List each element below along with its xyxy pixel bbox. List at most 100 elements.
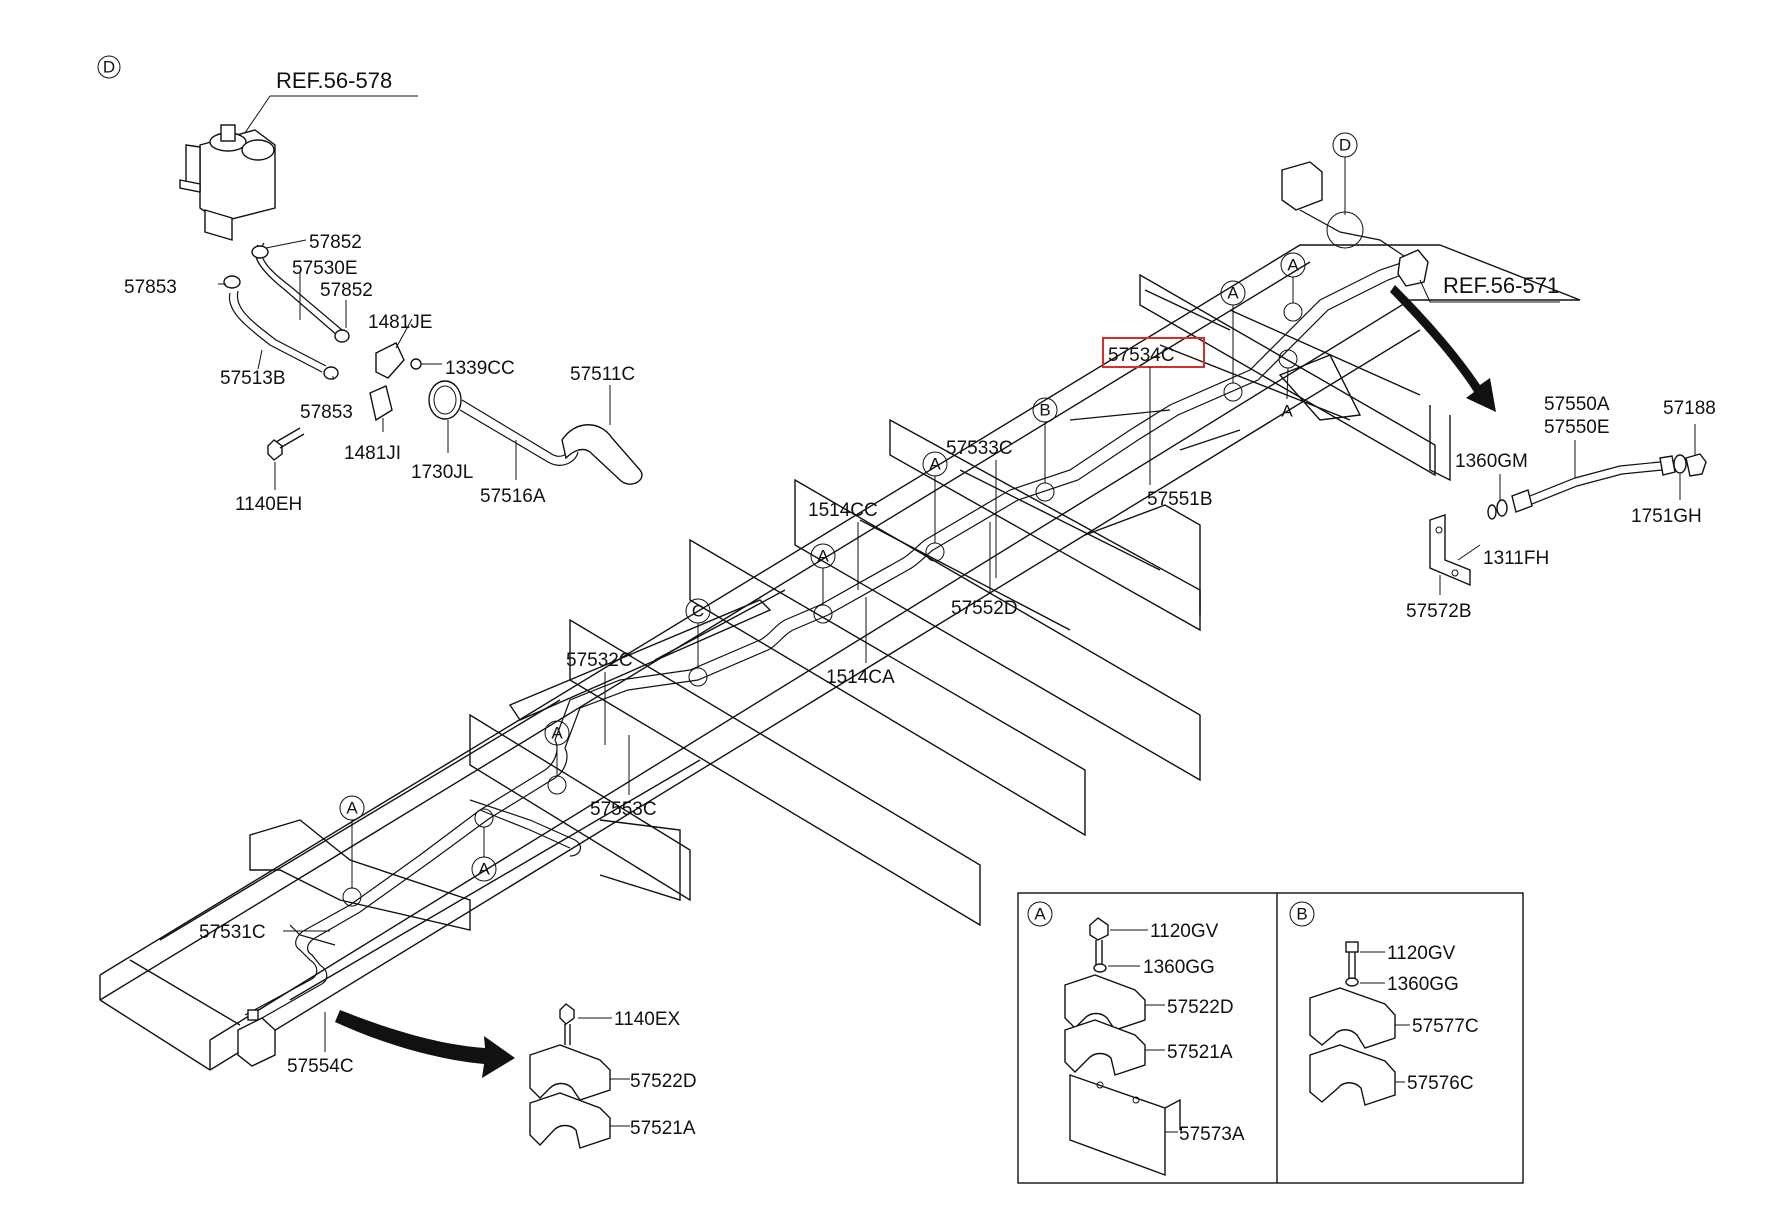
label-57853-a: 57853 [124,277,177,298]
label-57550e: 57550E [1544,417,1610,438]
label-57511c: 57511C [570,364,635,385]
label-57572b: 57572B [1406,601,1472,622]
svg-text:A: A [1227,284,1239,303]
cross-member-2 [689,538,1086,837]
label-1481je: 1481JE [368,312,432,333]
hose-57513b [228,292,323,373]
hose-57511c [561,424,643,485]
clamp-57853-bottom [323,366,339,380]
bracket-1481je [375,342,405,379]
clip-57521a-middle [529,1092,611,1149]
clip-57576c [1309,1044,1396,1106]
hose-end-fitting [1511,489,1533,513]
label-57533c: 57533C [946,438,1013,459]
clamp-57852-top [251,245,269,259]
clamp-point [1278,349,1298,369]
clamp-point [1035,482,1055,502]
label-57188: 57188 [1663,398,1716,419]
detail-a-marker [1027,901,1053,927]
washer-1360gm [1496,499,1508,517]
svg-text:A: A [929,455,941,474]
label-1120gv-a: 1120GV [1150,921,1219,942]
flex-hose-assembly: 57550A 57550E 57188 1360GM 1751GH 1311FH… [1406,394,1716,622]
label-57852-b: 57852 [320,280,373,301]
callout-a-plain: A [1281,402,1293,421]
nut-1339cc [410,358,422,370]
rear-valve-assembly [237,1009,515,1078]
label-57522d-a: 57522D [1167,997,1234,1018]
detail-d-group: D REF.56-578 [97,55,643,515]
clip-57522d-middle [529,1044,611,1101]
bolt-57188 [1685,453,1707,477]
label-1514ca: 1514CA [826,667,895,688]
main-part-labels: 57534C 57533C 57551B 1514CC 57552D 57532… [199,337,1213,1077]
label-57552d: 57552D [951,598,1018,619]
label-57573a: 57573A [1179,1124,1245,1145]
detail-box-frame [1017,892,1524,1184]
clip-57522d-a [1064,974,1146,1031]
label-1120gv-b: 1120GV [1387,943,1456,964]
bracket-57573a [1069,1074,1166,1177]
svg-text:C: C [692,602,704,621]
clamp-57853-top [223,275,241,289]
svg-text:A: A [551,724,563,743]
highlight-57534c [1102,337,1205,368]
clamp-point [1223,382,1243,402]
svg-text:A: A [346,799,358,818]
label-57551b: 57551B [1147,489,1213,510]
clip-57521a-a [1064,1019,1146,1076]
reservoir-small [1281,161,1323,211]
bracket-1481ji [369,385,393,422]
label-57534c: 57534C [1108,345,1175,366]
chassis-frame [99,244,1581,1071]
clamp-point [925,542,945,562]
detail-a-marker-letter: A [1034,905,1046,924]
brake-lines [244,259,1416,1023]
bolt-1120gv-b [1345,941,1359,978]
clamp-57852-bottom [334,329,350,343]
label-57521a-middle: 57521A [630,1118,696,1139]
label-1339cc: 1339CC [445,358,515,379]
master-cylinder [1397,249,1429,287]
label-57522d-middle: 57522D [630,1071,697,1092]
clamp-point [1283,302,1303,322]
clip-group-middle: 1140EX 57522D 57521A [529,1003,697,1149]
washer-1751gh [1673,454,1687,474]
svg-text:A: A [1287,256,1299,275]
label-57577c: 57577C [1412,1016,1479,1037]
fluid-reservoir [179,124,276,241]
detail-b-marker-letter: B [1296,905,1307,924]
bolt-1120gv-a [1089,917,1109,965]
label-57576c: 57576C [1407,1073,1474,1094]
label-1360gg-a: 1360GG [1143,957,1215,978]
proportioning-valve [237,1017,276,1067]
label-57554c: 57554C [287,1056,354,1077]
label-57852-a: 57852 [309,232,362,253]
clip-57577c [1309,987,1396,1049]
label-57553c: 57553C [590,799,657,820]
cross-member-1 [569,618,981,927]
detail-d-marker-letter: D [103,58,115,77]
label-57516a: 57516A [480,486,546,507]
label-1514cc: 1514CC [808,500,878,521]
svg-text:A: A [817,547,829,566]
label-1360gm: 1360GM [1455,451,1528,472]
label-1730jl: 1730JL [411,462,473,483]
frame-callouts: A A A C A A B A A A [339,252,1306,888]
bolt-1140eh [267,427,305,461]
svg-text:B: B [1039,401,1050,420]
ref-56-571-label: REF.56-571 [1443,273,1559,298]
washer-1360gg-b [1345,977,1359,987]
label-57853-b: 57853 [300,402,353,423]
detail-b-marker [1289,901,1315,927]
svg-text:D: D [1339,136,1351,155]
bracket-57572b [1429,514,1471,587]
label-1751gh: 1751GH [1631,506,1702,527]
detail-d-zoom-circle [1326,211,1364,249]
svg-text:A: A [478,860,490,879]
bolt-1140ex [559,1003,575,1045]
label-1360gg-b: 1360GG [1387,974,1459,995]
label-57530e: 57530E [292,258,358,279]
label-1311fh: 1311FH [1483,548,1549,569]
